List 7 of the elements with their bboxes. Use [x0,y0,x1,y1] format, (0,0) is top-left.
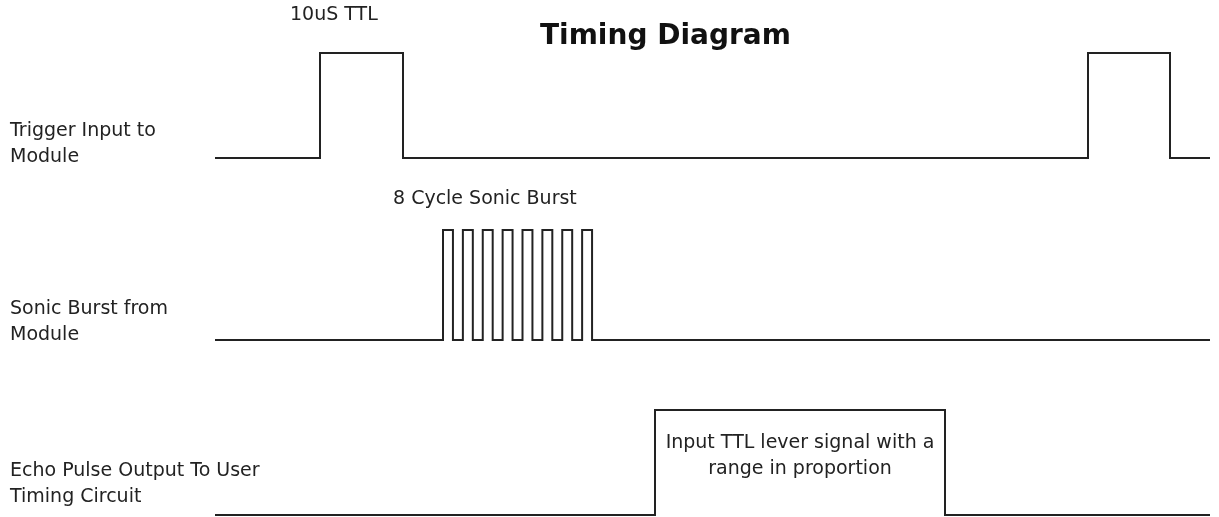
pulse-width-label: 10uS TTL [290,2,378,24]
pulse-note: Input TTL lever signal with a range in proportion [665,430,935,478]
diagram-title: Timing Diagram [540,18,791,51]
signal-name: Sonic Burst from Module [10,296,168,344]
signal-name: Trigger Input to Module [10,118,156,166]
burst-label: 8 Cycle Sonic Burst [393,186,577,208]
signal-name: Echo Pulse Output To User Timing Circuit [10,458,260,506]
